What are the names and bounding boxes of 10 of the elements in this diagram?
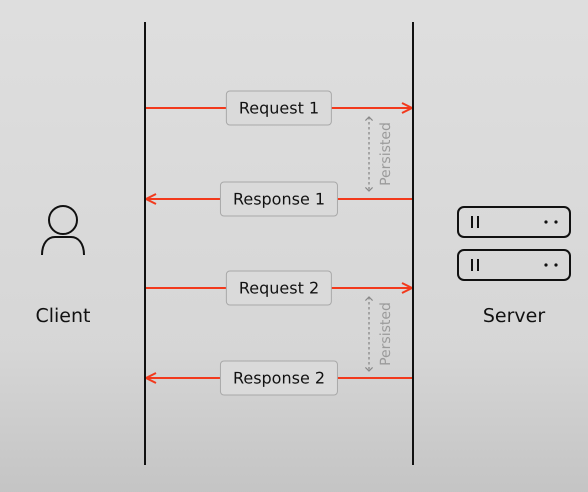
edge-label: Request 2: [226, 270, 332, 306]
node-label: Client: [34, 305, 92, 327]
node-label: Server: [482, 305, 546, 327]
lifeline: [144, 22, 146, 465]
duration-label: Persisted: [378, 302, 394, 366]
edge-label: Request 1: [226, 90, 332, 126]
edge-label: Response 2: [220, 360, 338, 396]
lifeline: [412, 22, 414, 465]
duration-label: Persisted: [378, 122, 394, 186]
edge-label: Response 1: [220, 182, 338, 216]
